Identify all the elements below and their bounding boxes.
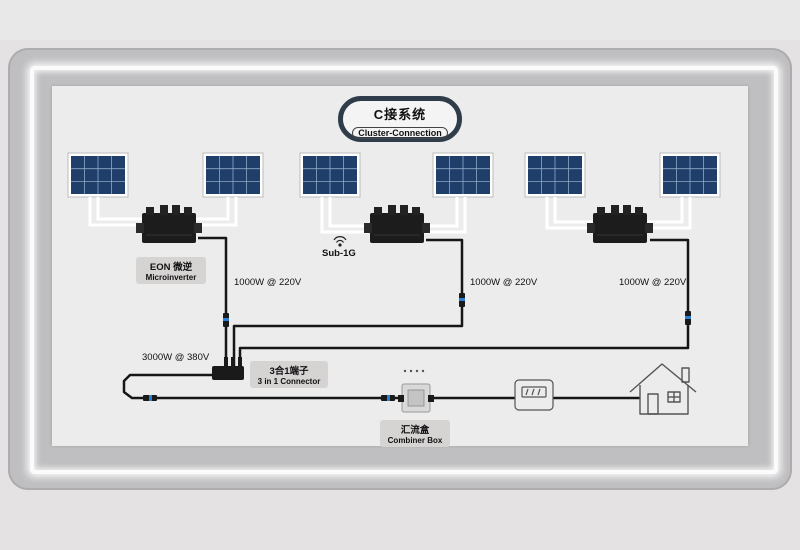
connector-plug bbox=[143, 395, 157, 401]
microinverter-label-chinese: EON 微逆 bbox=[149, 262, 193, 273]
connector-plug bbox=[381, 395, 395, 401]
solar-panel-icon bbox=[67, 152, 129, 198]
combiner-label-english: Combiner Box bbox=[387, 436, 443, 445]
connector-label: 3合1端子 3 in 1 Connector bbox=[250, 361, 328, 388]
power-label-2: 1000W @ 220V bbox=[470, 277, 538, 288]
combiner-label: 汇流盒 Combiner Box bbox=[380, 420, 450, 447]
solar-panel-icon bbox=[524, 152, 586, 198]
solar-panel-icon bbox=[299, 152, 361, 198]
solar-panel-icon bbox=[432, 152, 494, 198]
connector-plug bbox=[459, 293, 465, 307]
title-english: Cluster-Connection bbox=[352, 127, 448, 139]
microinverter-label: EON 微逆 Microinverter bbox=[136, 257, 206, 284]
system-title-badge: C接系统 Cluster-Connection bbox=[338, 96, 462, 142]
combiner-label-chinese: 汇流盒 bbox=[400, 425, 430, 436]
solar-panel-icon bbox=[202, 152, 264, 198]
microinverter-icon bbox=[586, 204, 654, 244]
meter-icon bbox=[514, 379, 554, 411]
power-label-3: 1000W @ 220V bbox=[619, 277, 687, 288]
wall bbox=[0, 0, 800, 40]
led-border bbox=[30, 66, 778, 474]
sub1g-label: Sub-1G bbox=[322, 248, 356, 259]
total-power-label: 3000W @ 380V bbox=[142, 352, 210, 363]
house-icon bbox=[629, 363, 697, 415]
microinverter-label-english: Microinverter bbox=[145, 273, 197, 282]
microinverter-icon bbox=[363, 204, 431, 244]
microinverter-icon bbox=[135, 204, 203, 244]
three-in-one-connector-icon bbox=[212, 357, 244, 380]
power-label-1: 1000W @ 220V bbox=[234, 277, 302, 288]
solar-panel-icon bbox=[659, 152, 721, 198]
wifi-icon bbox=[333, 236, 347, 247]
connector-plug bbox=[223, 313, 229, 327]
combiner-box-icon bbox=[398, 369, 434, 413]
title-chinese: C接系统 bbox=[373, 107, 427, 122]
connector-label-chinese: 3合1端子 bbox=[269, 366, 309, 377]
connector-label-english: 3 in 1 Connector bbox=[257, 377, 321, 386]
connector-plug bbox=[685, 311, 691, 325]
